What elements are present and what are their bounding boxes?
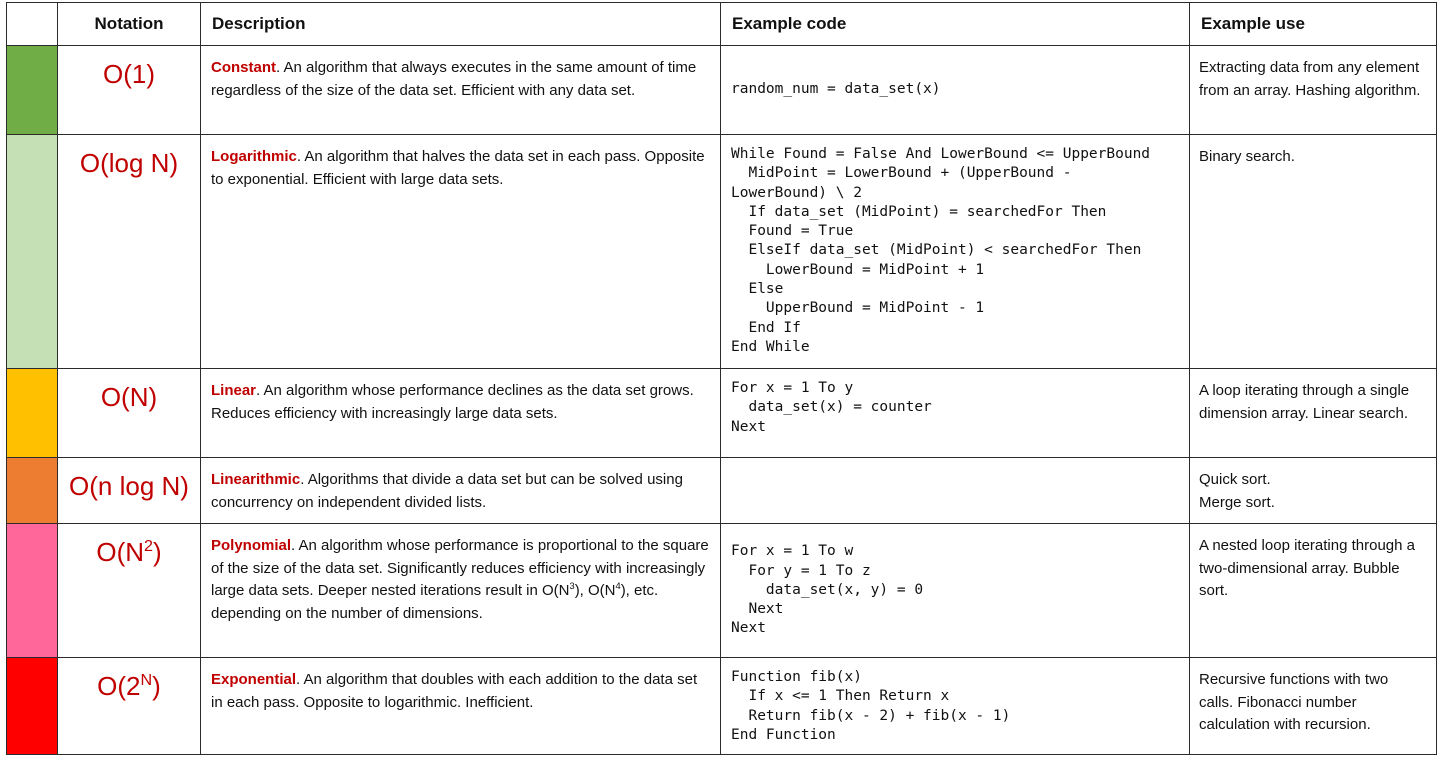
use-line: Quick sort. (1199, 471, 1271, 488)
description-cell: Logarithmic. An algorithm that halves th… (200, 134, 721, 369)
notation-cell: O(n log N) (57, 457, 201, 524)
description-cell: Polynomial. An algorithm whose performan… (200, 523, 721, 658)
description-text: . An algorithm whose performance decline… (211, 382, 694, 422)
exponent: 3 (569, 580, 575, 591)
example-code-header: Example code (720, 2, 1190, 46)
color-key-header (6, 2, 58, 46)
notation-base: O(N (96, 537, 145, 567)
notation-exponent: 2 (144, 536, 153, 555)
notation-cell: O(2N) (57, 657, 201, 755)
description-text: . An algorithm that always executes in t… (211, 59, 697, 99)
term-label: Linearithmic (211, 471, 301, 488)
description-text: . An algorithm whose performance is prop… (211, 537, 709, 599)
description-text: . Algorithms that divide a data set but … (211, 471, 683, 511)
table-row: O(n log N) Linearithmic. Algorithms that… (6, 457, 1437, 524)
big-o-table: Notation Description Example code Exampl… (6, 2, 1437, 755)
term-label: Polynomial (211, 537, 292, 554)
description-cell: Linear. An algorithm whose performance d… (200, 368, 721, 458)
description-cell: Constant. An algorithm that always execu… (200, 45, 721, 135)
description-text: . An algorithm that halves the data set … (211, 148, 705, 188)
description-cell: Exponential. An algorithm that doubles w… (200, 657, 721, 755)
notation-cell: O(N2) (57, 523, 201, 658)
table-row: O(1) Constant. An algorithm that always … (6, 45, 1437, 135)
use-line: Merge sort. (1199, 493, 1275, 511)
example-code-cell: For x = 1 To w For y = 1 To z data_set(x… (720, 523, 1190, 658)
example-code-cell: Function fib(x) If x <= 1 Then Return x … (720, 657, 1190, 755)
example-use-cell: Quick sort. Merge sort. (1189, 457, 1437, 524)
example-code-cell: While Found = False And LowerBound <= Up… (720, 134, 1190, 369)
example-use-cell: Extracting data from any element from an… (1189, 45, 1437, 135)
example-use-cell: Recursive functions with two calls. Fibo… (1189, 657, 1437, 755)
table-row: O(N2) Polynomial. An algorithm whose per… (6, 523, 1437, 658)
description-header: Description (200, 2, 721, 46)
notation-header: Notation (57, 2, 201, 46)
term-label: Exponential (211, 671, 297, 688)
notation-cell: O(1) (57, 45, 201, 135)
color-swatch (6, 457, 58, 524)
notation-close: ) (152, 537, 162, 567)
description-text: . An algorithm that doubles with each ad… (211, 671, 698, 711)
example-code-cell: random_num = data_set(x) (720, 45, 1190, 135)
notation-cell: O(log N) (57, 134, 201, 369)
example-code-cell: For x = 1 To y data_set(x) = counter Nex… (720, 368, 1190, 458)
description-cell: Linearithmic. Algorithms that divide a d… (200, 457, 721, 524)
color-swatch (6, 134, 58, 369)
color-swatch (6, 657, 58, 755)
description-text: ), O(N (574, 582, 616, 599)
description-text: ), etc. depending on the number of dimen… (211, 582, 659, 622)
header-row: Notation Description Example code Exampl… (6, 2, 1437, 46)
term-label: Logarithmic (211, 148, 297, 165)
notation-base: O(2 (97, 671, 141, 701)
term-label: Linear (211, 382, 257, 399)
term-label: Constant (211, 59, 276, 76)
example-use-header: Example use (1189, 2, 1437, 46)
table-row: O(2N) Exponential. An algorithm that dou… (6, 657, 1437, 755)
table-row: O(log N) Logarithmic. An algorithm that … (6, 134, 1437, 369)
example-use-cell: A loop iterating through a single dimens… (1189, 368, 1437, 458)
color-swatch (6, 523, 58, 658)
color-swatch (6, 368, 58, 458)
example-code-cell (720, 457, 1190, 524)
exponent: 4 (615, 580, 621, 591)
color-swatch (6, 45, 58, 135)
example-use-cell: A nested loop iterating through a two-di… (1189, 523, 1437, 658)
example-use-cell: Binary search. (1189, 134, 1437, 369)
table-row: O(N) Linear. An algorithm whose performa… (6, 368, 1437, 458)
notation-cell: O(N) (57, 368, 201, 458)
notation-close: ) (152, 671, 161, 701)
notation-exponent: N (140, 670, 153, 689)
